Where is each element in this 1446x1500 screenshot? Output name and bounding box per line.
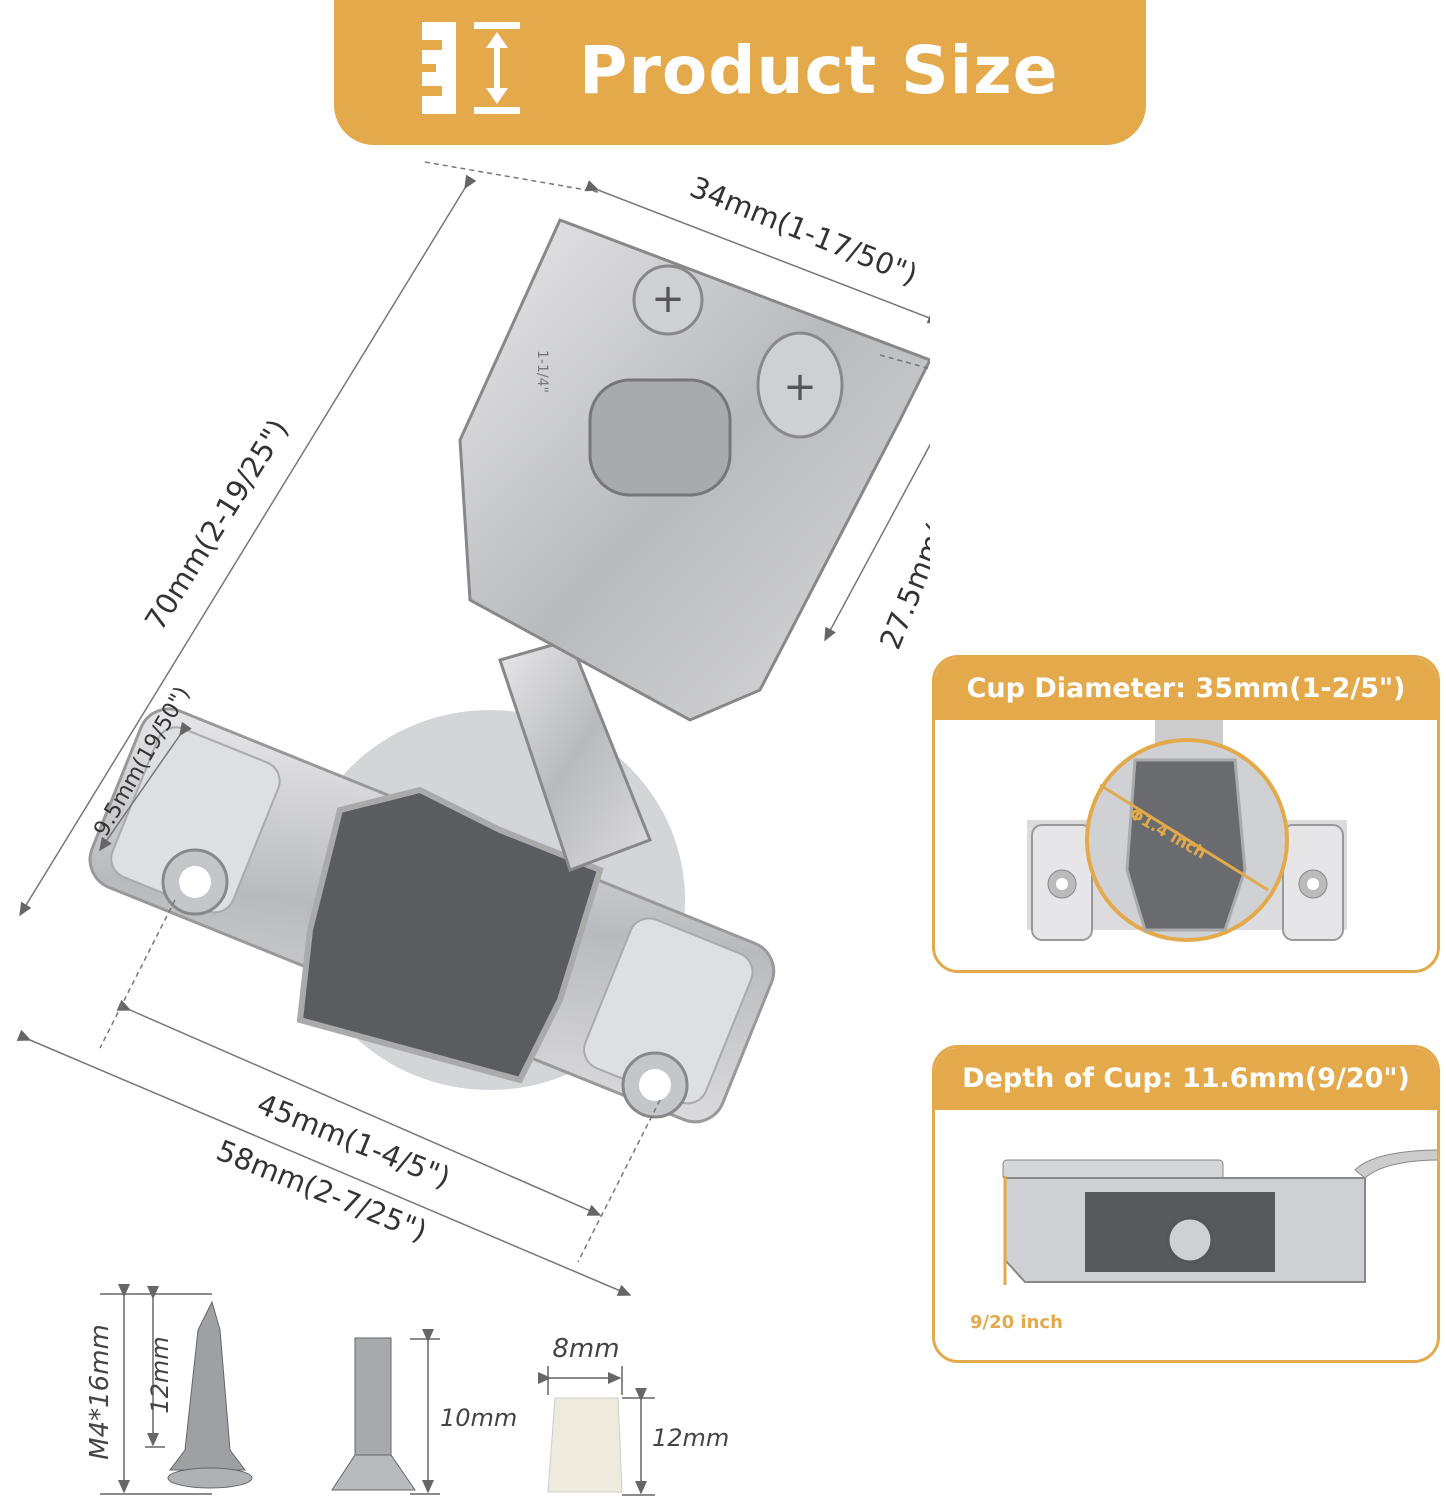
label-dowel-length: 12mm <box>652 1424 729 1452</box>
cup-depth-illustration: 9/20 inch <box>970 1149 1437 1333</box>
cup-depth-panel: Depth of Cup: 11.6mm(9/20") 9/20 inch <box>932 1045 1440 1363</box>
cup-diameter-illustration: Φ1.4 inch <box>1027 720 1347 942</box>
ruler-size-icon <box>422 22 520 114</box>
dimension-lines <box>16 161 930 1296</box>
cup-diameter-title: Cup Diameter: 35mm(1-2/5") <box>935 658 1437 720</box>
cup-diameter-panel: Cup Diameter: 35mm(1-2/5") Φ1.4 inch <box>932 655 1440 973</box>
label-screw1-thread: 12mm <box>146 1336 174 1413</box>
wood-screw <box>167 1300 253 1489</box>
page-title: Product Size <box>579 32 1059 109</box>
label-screw1-total: M4*16mm <box>85 1324 115 1460</box>
machine-screw <box>331 1337 416 1491</box>
plastic-dowel <box>547 1397 623 1493</box>
cup-depth-title: Depth of Cup: 11.6mm(9/20") <box>935 1048 1437 1110</box>
svg-text:+: + <box>651 276 685 322</box>
header-banner: Product Size <box>334 0 1146 145</box>
label-screw2-length: 10mm <box>440 1404 517 1432</box>
hardware-dimension-lines <box>100 1284 655 1496</box>
engraving-text: 1-1/4" <box>534 350 550 393</box>
cup-depth-label: 9/20 inch <box>970 1312 1063 1333</box>
hinge-arm <box>498 638 652 872</box>
dim-total-length: 70mm(2-19/25") <box>138 413 295 636</box>
svg-text:+: + <box>783 364 817 410</box>
hinge-diagram: + + 1-1/4" 34mm(1-17/50") 70mm(2-19/25")… <box>16 161 930 1496</box>
dim-top-width: 34mm(1-17/50") <box>685 170 922 292</box>
label-dowel-width: 8mm <box>552 1334 619 1364</box>
